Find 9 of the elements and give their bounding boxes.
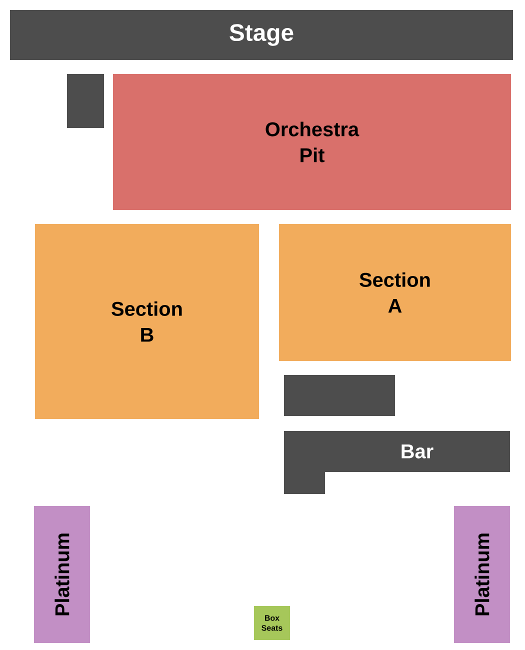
- seating-section: Orchestra Pit: [113, 74, 511, 210]
- seating-section: Platinum: [454, 506, 510, 643]
- seating-block: [67, 74, 104, 128]
- seating-block: [284, 375, 395, 416]
- stage-block: Stage: [10, 10, 513, 60]
- seating-section: Section A: [279, 224, 511, 361]
- bar-area: Bar: [284, 431, 510, 494]
- seating-section: Section B: [35, 224, 259, 419]
- seating-section: Platinum: [34, 506, 90, 643]
